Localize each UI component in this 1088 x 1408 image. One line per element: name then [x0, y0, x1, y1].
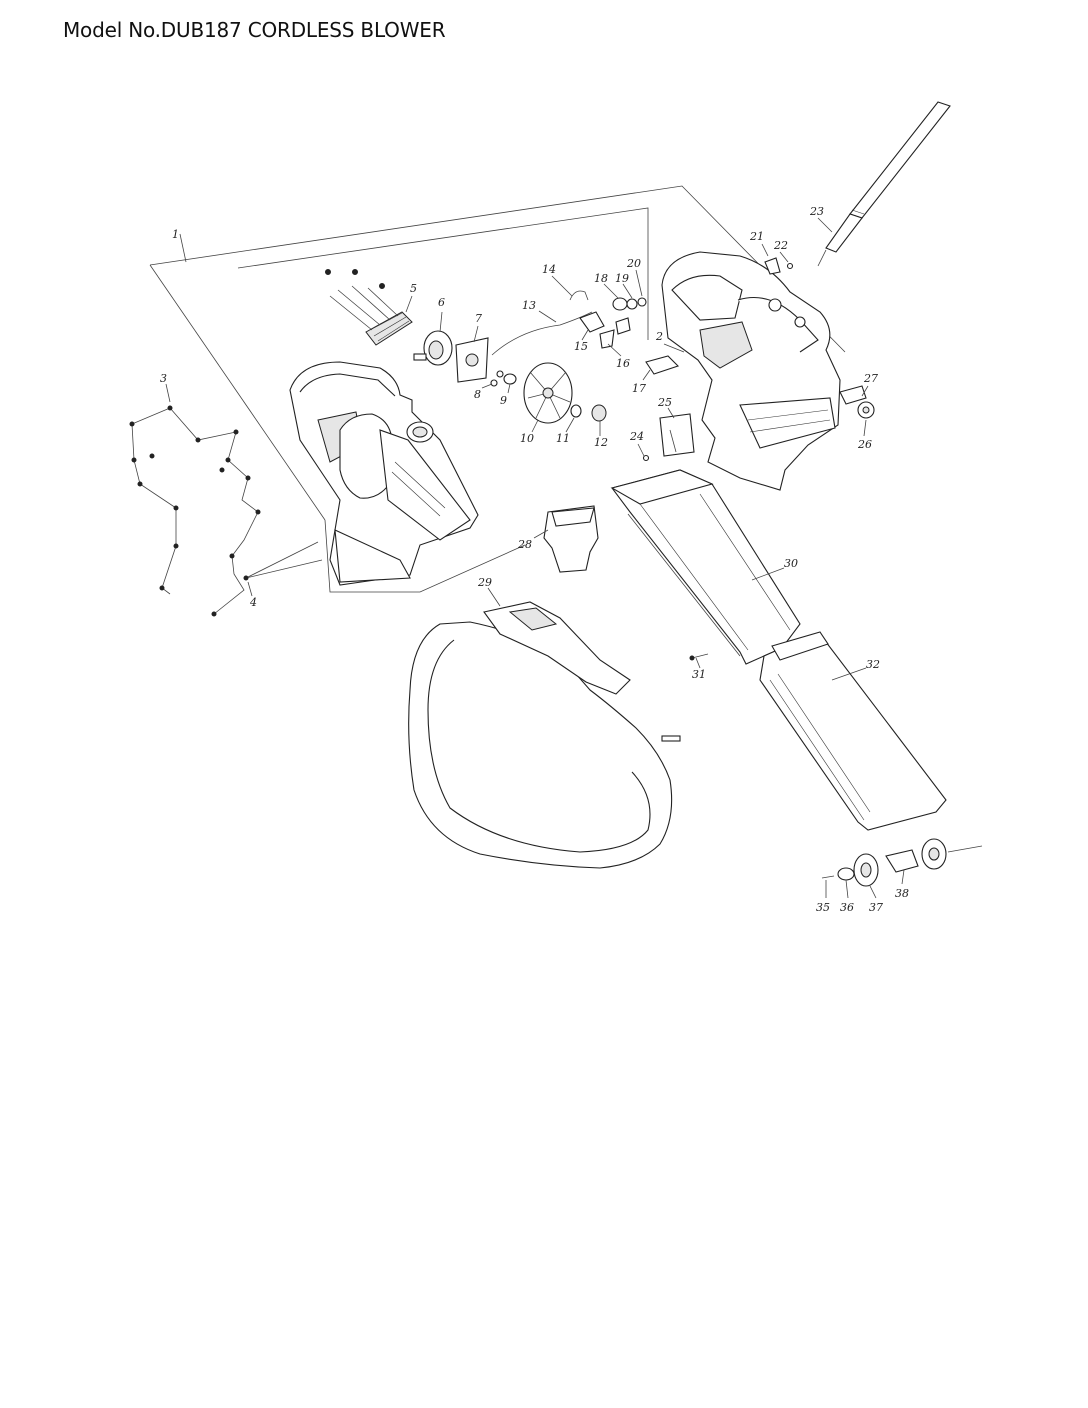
callout-36: 36 [840, 901, 854, 914]
callout-12: 12 [594, 436, 608, 449]
callout-25: 25 [657, 396, 672, 409]
screw-parts [490, 370, 517, 387]
motor-part [413, 330, 453, 366]
wheel-small-parts [839, 385, 875, 419]
callout-26: 26 [857, 438, 872, 451]
callout-6: 6 [438, 296, 445, 309]
leader-lines [165, 217, 905, 899]
callout-35: 35 [816, 901, 830, 914]
callout-7: 7 [475, 312, 482, 325]
callout-32: 32 [866, 658, 880, 671]
blower-tube-upper-part [610, 469, 801, 665]
intake-adapter-part [543, 505, 599, 573]
housing-left-part [289, 361, 479, 586]
bearing-parts [612, 297, 647, 335]
housing-right-part [661, 251, 841, 491]
callout-37: 37 [869, 901, 883, 914]
callout-19: 19 [615, 272, 629, 285]
callout-21: 21 [749, 230, 764, 243]
callout-27: 27 [863, 372, 878, 385]
callout-14: 14 [542, 263, 556, 276]
battery-connector-part [325, 269, 413, 346]
callout-11: 11 [556, 432, 570, 445]
collection-bag-part [408, 601, 681, 869]
callout-29: 29 [477, 576, 492, 589]
callout-13: 13 [522, 299, 536, 312]
extension-pipe-part [817, 101, 951, 267]
callout-18: 18 [594, 272, 608, 285]
callout-22: 22 [773, 239, 788, 252]
callout-15: 15 [574, 340, 588, 353]
fan-part [523, 362, 573, 424]
callout-38: 38 [895, 887, 909, 900]
callout-30: 30 [784, 557, 798, 570]
callout-2: 2 [655, 330, 663, 343]
callout-3: 3 [160, 372, 167, 385]
blower-tube-lower-part [759, 631, 947, 831]
callout-17: 17 [632, 382, 646, 395]
callout-23: 23 [809, 205, 824, 218]
page-title: Model No.DUB187 CORDLESS BLOWER [63, 18, 446, 42]
wheel-assembly-parts [821, 838, 983, 887]
wire-harness-part [491, 290, 593, 356]
callout-20: 20 [626, 257, 641, 270]
switch-parts [579, 311, 680, 375]
callout-1: 1 [172, 228, 179, 241]
housing-screws-part [129, 405, 323, 617]
controller-board-part [455, 337, 489, 383]
washer-nut-parts [570, 404, 607, 422]
nozzle-adapter-parts [642, 413, 695, 462]
callout-labels: 1 2 3 4 5 6 7 8 9 10 11 12 13 14 15 16 1… [160, 205, 909, 914]
callout-28: 28 [517, 538, 532, 551]
callout-16: 16 [616, 357, 630, 370]
callout-5: 5 [410, 282, 417, 295]
callout-24: 24 [629, 430, 644, 443]
callout-8: 8 [474, 388, 481, 401]
callout-4: 4 [249, 596, 257, 609]
callout-10: 10 [520, 432, 534, 445]
callout-31: 31 [692, 668, 706, 681]
tube-screw-part [689, 653, 709, 661]
callout-9: 9 [500, 394, 507, 407]
clip-parts [764, 257, 794, 275]
